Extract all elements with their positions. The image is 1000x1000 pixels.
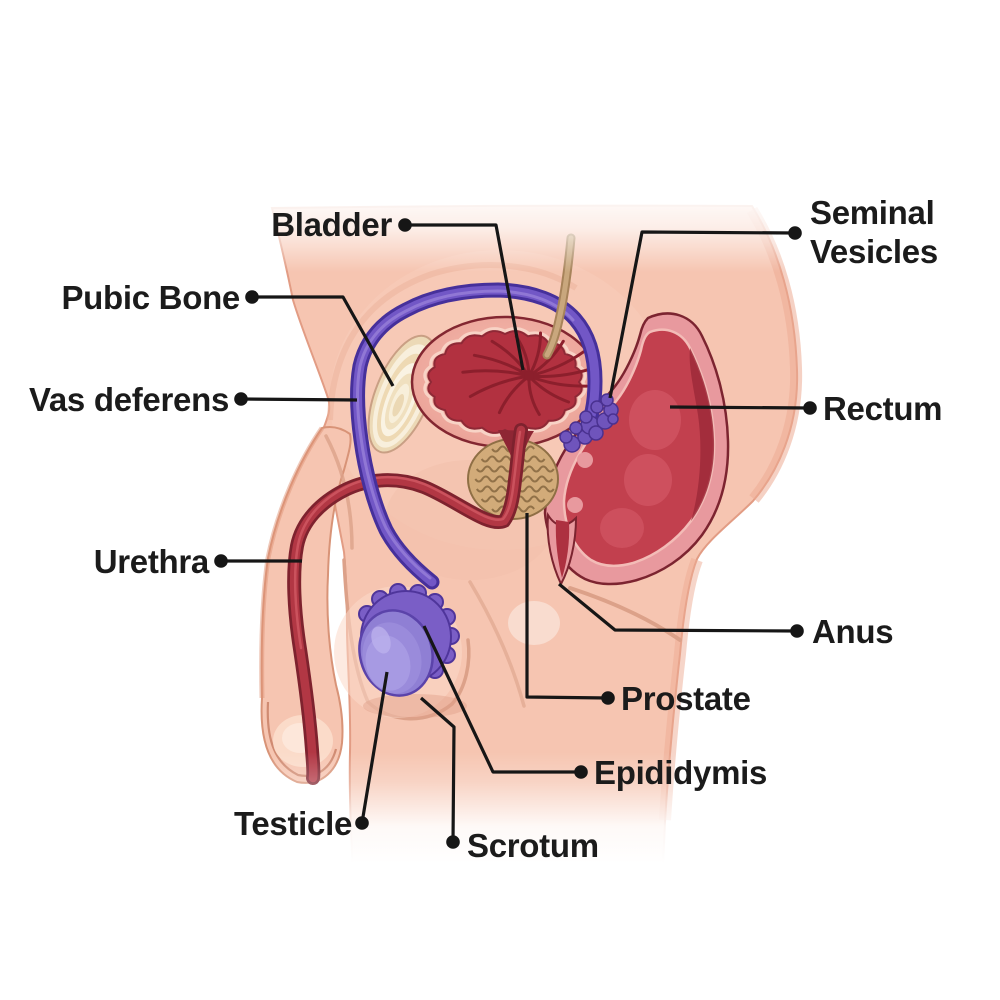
dot-testicle: [355, 816, 369, 830]
urethra-tube-highlight: [293, 430, 522, 650]
label-urethra-text: Urethra: [93, 543, 210, 580]
leader-prostate: [525, 513, 609, 700]
dot-anus: [790, 624, 804, 638]
rectum-lobe: [600, 508, 644, 548]
bladder-fold-center: [524, 371, 534, 381]
label-vas-deferens-text: Vas deferens: [28, 381, 229, 418]
seminal-vesicle-lobe: [569, 421, 583, 435]
crotch-pale-patch: [508, 601, 560, 645]
testicle-group: [334, 583, 467, 718]
dot-scrotum: [446, 835, 460, 849]
label-urethra: Urethra: [93, 542, 210, 581]
vas-highlight: [355, 289, 575, 580]
label-prostate-text: Prostate: [621, 680, 751, 717]
seminal-vesicle-lobe: [607, 413, 619, 425]
leader-epididymis: [422, 625, 581, 774]
label-bladder-text: Bladder: [271, 206, 392, 243]
seminal-vesicle-lobe: [579, 410, 593, 424]
label-epididymis-text: Epididymis: [594, 754, 768, 791]
label-prostate: Prostate: [621, 679, 751, 718]
leader-pubic-bone: [252, 295, 395, 387]
leader-bladder: [405, 223, 525, 371]
dot-vas-deferens: [234, 392, 248, 406]
label-seminal-vesicles-line2: Vesicles: [810, 233, 938, 270]
seminal-vesicles-shape: [559, 393, 619, 453]
label-bladder: Bladder: [271, 205, 392, 244]
top-fade: [0, 0, 1000, 272]
rectum-shape: [543, 312, 730, 587]
leader-seminal-vesicles: [608, 230, 796, 399]
dot-epididymis: [574, 765, 588, 779]
rectum-wave-notch: [567, 497, 583, 513]
vas-deferens-shape: [349, 282, 603, 590]
leader-lines: [221, 223, 811, 843]
leader-testicle: [360, 671, 389, 824]
rectum-wave-notch: [577, 452, 593, 468]
dot-pubic-bone: [245, 290, 259, 304]
bladder-lining-highlight: [423, 327, 587, 437]
label-pubic-bone: Pubic Bone: [61, 278, 240, 317]
rectum-lobe: [629, 390, 681, 450]
anus-canal: [555, 520, 570, 578]
urethra-tube-core: [289, 425, 526, 783]
rectum-inner-shadow: [689, 348, 715, 521]
thigh-crease: [468, 580, 526, 708]
bottom-fade: [0, 752, 1000, 1000]
label-epididymis: Epididymis: [594, 753, 767, 792]
label-seminal-vesicles-line1: Seminal: [810, 194, 935, 231]
penis-left-shading: [259, 426, 325, 699]
dot-seminal-vesicles: [788, 226, 802, 240]
urethra-shape: [287, 423, 534, 785]
dot-rectum: [803, 401, 817, 415]
dot-prostate: [601, 691, 615, 705]
label-seminal-vesicles: Seminal Vesicles: [810, 193, 938, 271]
seminal-vesicle-lobe: [559, 430, 573, 444]
rectum-lobe: [624, 454, 672, 506]
label-pubic-bone-text: Pubic Bone: [61, 279, 240, 316]
seminal-vesicle-lobe: [590, 400, 604, 414]
leader-dots: [214, 218, 817, 849]
label-anus: Anus: [812, 612, 894, 651]
leader-anus: [557, 582, 798, 633]
label-vas-deferens: Vas deferens: [29, 380, 229, 419]
dot-urethra: [214, 554, 228, 568]
label-scrotum: Scrotum: [467, 826, 599, 865]
bone-ring-core: [392, 394, 405, 417]
seminal-vesicle-lobe: [588, 425, 604, 441]
leader-scrotum: [419, 696, 456, 843]
testicle-shadow: [363, 694, 467, 718]
bladder-mucosa-folds: [461, 331, 593, 416]
label-rectum-text: Rectum: [823, 390, 943, 427]
scrotum-fold-right: [450, 638, 471, 706]
leader-rectum: [669, 405, 811, 410]
label-testicle: Testicle: [234, 804, 352, 843]
label-testicle-text: Testicle: [233, 805, 352, 842]
dot-bladder: [398, 218, 412, 232]
buttock-crease: [568, 586, 682, 642]
label-scrotum-text: Scrotum: [467, 827, 599, 864]
label-anus-text: Anus: [812, 613, 894, 650]
testicle-gloss: [371, 626, 391, 654]
leader-vas-deferens: [240, 397, 358, 402]
label-rectum: Rectum: [823, 389, 943, 428]
